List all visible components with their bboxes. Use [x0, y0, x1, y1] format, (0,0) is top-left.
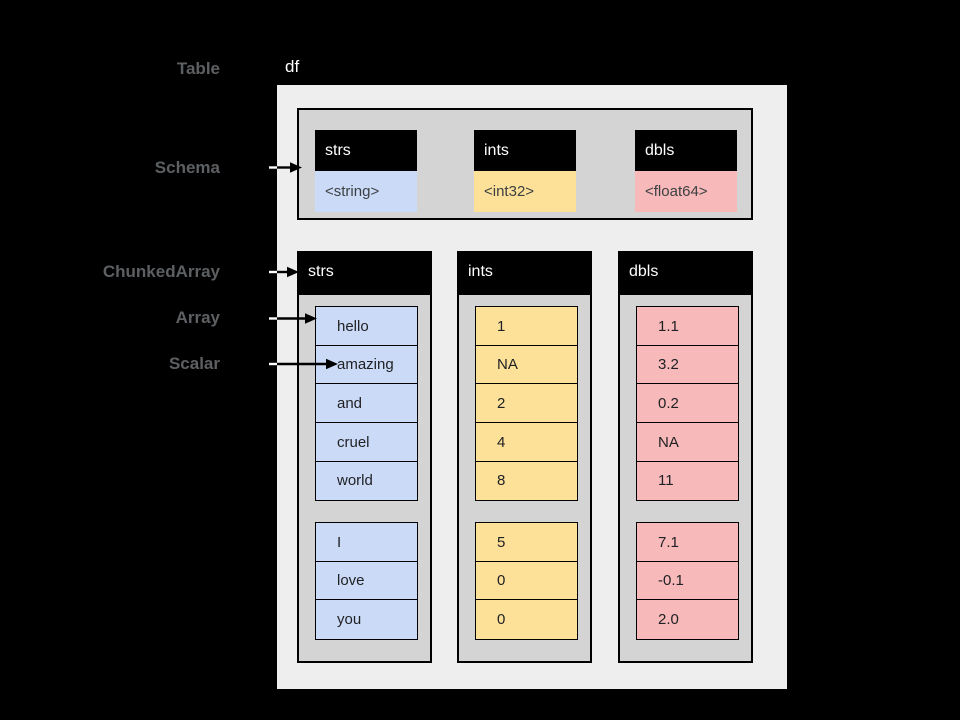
- scalar-cell: 0: [475, 599, 578, 640]
- column-header: dbls: [618, 251, 753, 293]
- schema-field-name: ints: [474, 130, 576, 171]
- scalar-label: Scalar: [168, 354, 220, 373]
- scalar-cell: -0.1: [636, 560, 739, 601]
- array-chunk: hello amazing and cruel world: [315, 306, 418, 501]
- scalar-cell: love: [315, 560, 418, 601]
- array-chunk: I love you: [315, 522, 418, 640]
- chunkedarray-label: ChunkedArray: [102, 262, 220, 281]
- scalar-cell: 8: [475, 460, 578, 501]
- scalar-cell: 2.0: [636, 599, 739, 640]
- array-chunk: 1 NA 2 4 8: [475, 306, 578, 501]
- scalar-cell: 3.2: [636, 344, 739, 385]
- array-chunk: 1.1 3.2 0.2 NA 11: [636, 306, 739, 501]
- scalar-cell: 7.1: [636, 522, 739, 563]
- schema-field-name: dbls: [635, 130, 737, 171]
- scalar-cell: 2: [475, 383, 578, 424]
- scalar-cell: cruel: [315, 422, 418, 463]
- scalar-cell: 1: [475, 306, 578, 347]
- table-name: df: [285, 57, 300, 76]
- scalar-cell: you: [315, 599, 418, 640]
- column-header: strs: [297, 251, 432, 293]
- schema-field-name: strs: [315, 130, 417, 171]
- scalar-cell: 1.1: [636, 306, 739, 347]
- array-label: Array: [175, 308, 220, 327]
- scalar-cell: NA: [475, 344, 578, 385]
- schema-label: Schema: [154, 158, 220, 177]
- scalar-cell: hello: [315, 306, 418, 347]
- scalar-cell: 0.2: [636, 383, 739, 424]
- array-chunk: 7.1 -0.1 2.0: [636, 522, 739, 640]
- schema-field-type: <float64>: [635, 171, 737, 212]
- column-header: ints: [457, 251, 592, 293]
- scalar-cell: world: [315, 460, 418, 501]
- array-chunk: 5 0 0: [475, 522, 578, 640]
- schema-field-type: <int32>: [474, 171, 576, 212]
- scalar-cell: and: [315, 383, 418, 424]
- scalar-cell: 0: [475, 560, 578, 601]
- schema-field-type: <string>: [315, 171, 417, 212]
- scalar-cell: NA: [636, 422, 739, 463]
- scalar-cell: 11: [636, 460, 739, 501]
- scalar-cell: 5: [475, 522, 578, 563]
- table-label: Table: [176, 59, 220, 78]
- scalar-cell: 4: [475, 422, 578, 463]
- scalar-cell: I: [315, 522, 418, 563]
- scalar-cell: amazing: [315, 344, 418, 385]
